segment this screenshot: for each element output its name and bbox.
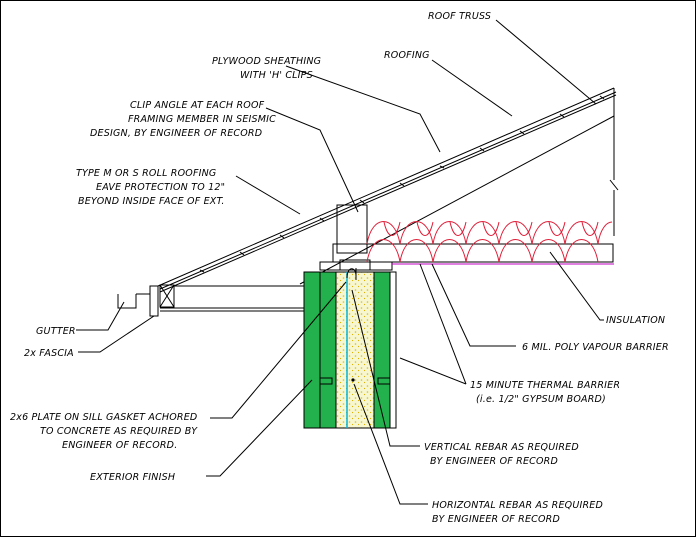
fascia-block (159, 284, 175, 308)
exterior-insulation-form (319, 271, 337, 429)
leader-lines (76, 19, 604, 505)
fascia-board (149, 285, 159, 317)
shingle-ticks (199, 95, 605, 273)
label-plate-line2: TO CONCRETE AS REQUIRED BY (40, 426, 198, 437)
label-clip-line3: DESIGN, BY ENGINEER OF RECORD (90, 128, 262, 139)
label-roll-roofing-line2: EAVE PROTECTION TO 12" (96, 182, 225, 193)
label-gutter: GUTTER (36, 326, 76, 337)
label-thermal-line1: 15 MINUTE THERMAL BARRIER (470, 380, 620, 391)
label-clip-line2: FRAMING MEMBER IN SEISMIC (128, 114, 276, 125)
roofing-line (157, 87, 615, 287)
break-mark (609, 179, 619, 191)
label-exterior-finish: EXTERIOR FINISH (90, 472, 175, 483)
concrete-core (335, 271, 375, 429)
truss-heel (336, 204, 368, 254)
label-horizontal-rebar-line1: HORIZONTAL REBAR AS REQUIRED (432, 500, 603, 511)
label-vapour-barrier: 6 MIL. POLY VAPOUR BARRIER (522, 342, 669, 353)
label-vertical-rebar-line2: BY ENGINEER OF RECORD (430, 456, 558, 467)
interior-insulation-form (373, 271, 391, 429)
sheathing-line (159, 91, 617, 290)
sill-plate (339, 259, 371, 271)
horizontal-rebar (351, 378, 355, 382)
label-roll-roofing-line3: BEYOND INSIDE FACE OF EXT. (78, 196, 225, 207)
wall-section (303, 268, 397, 429)
label-thermal-line2: (i.e. 1/2" GYPSUM BOARD) (476, 394, 606, 405)
exterior-finish-layer (303, 271, 321, 429)
label-clip-line1: CLIP ANGLE AT EACH ROOF (130, 100, 265, 111)
label-insulation: INSULATION (606, 315, 665, 326)
truss-top-chord (299, 115, 615, 285)
label-plywood-line2: WITH 'H' CLIPS (240, 70, 313, 81)
label-roll-roofing-line1: TYPE M OR S ROLL ROOFING (76, 168, 217, 179)
form-tie (377, 377, 391, 385)
label-horizontal-rebar-line2: BY ENGINEER OF RECORD (432, 514, 560, 525)
gutter-shape (117, 294, 137, 309)
sheathing-underside (159, 94, 617, 293)
label-plate-line1: 2x6 PLATE ON SILL GASKET ACHORED (10, 412, 197, 423)
callout-labels: ROOF TRUSS PLYWOOD SHEATHING WITH 'H' CL… (10, 11, 669, 525)
label-vertical-rebar-line1: VERTICAL REBAR AS REQUIRED (424, 442, 579, 453)
form-tie (319, 377, 333, 385)
insulation-batt (366, 221, 613, 263)
gypsum-board (389, 271, 397, 429)
label-plywood-line1: PLYWOOD SHEATHING (212, 56, 321, 67)
label-roof-truss: ROOF TRUSS (428, 11, 491, 22)
label-roofing: ROOFING (384, 50, 430, 61)
label-plate-line3: ENGINEER OF RECORD. (62, 440, 177, 451)
label-fascia: 2x FASCIA (24, 348, 74, 359)
